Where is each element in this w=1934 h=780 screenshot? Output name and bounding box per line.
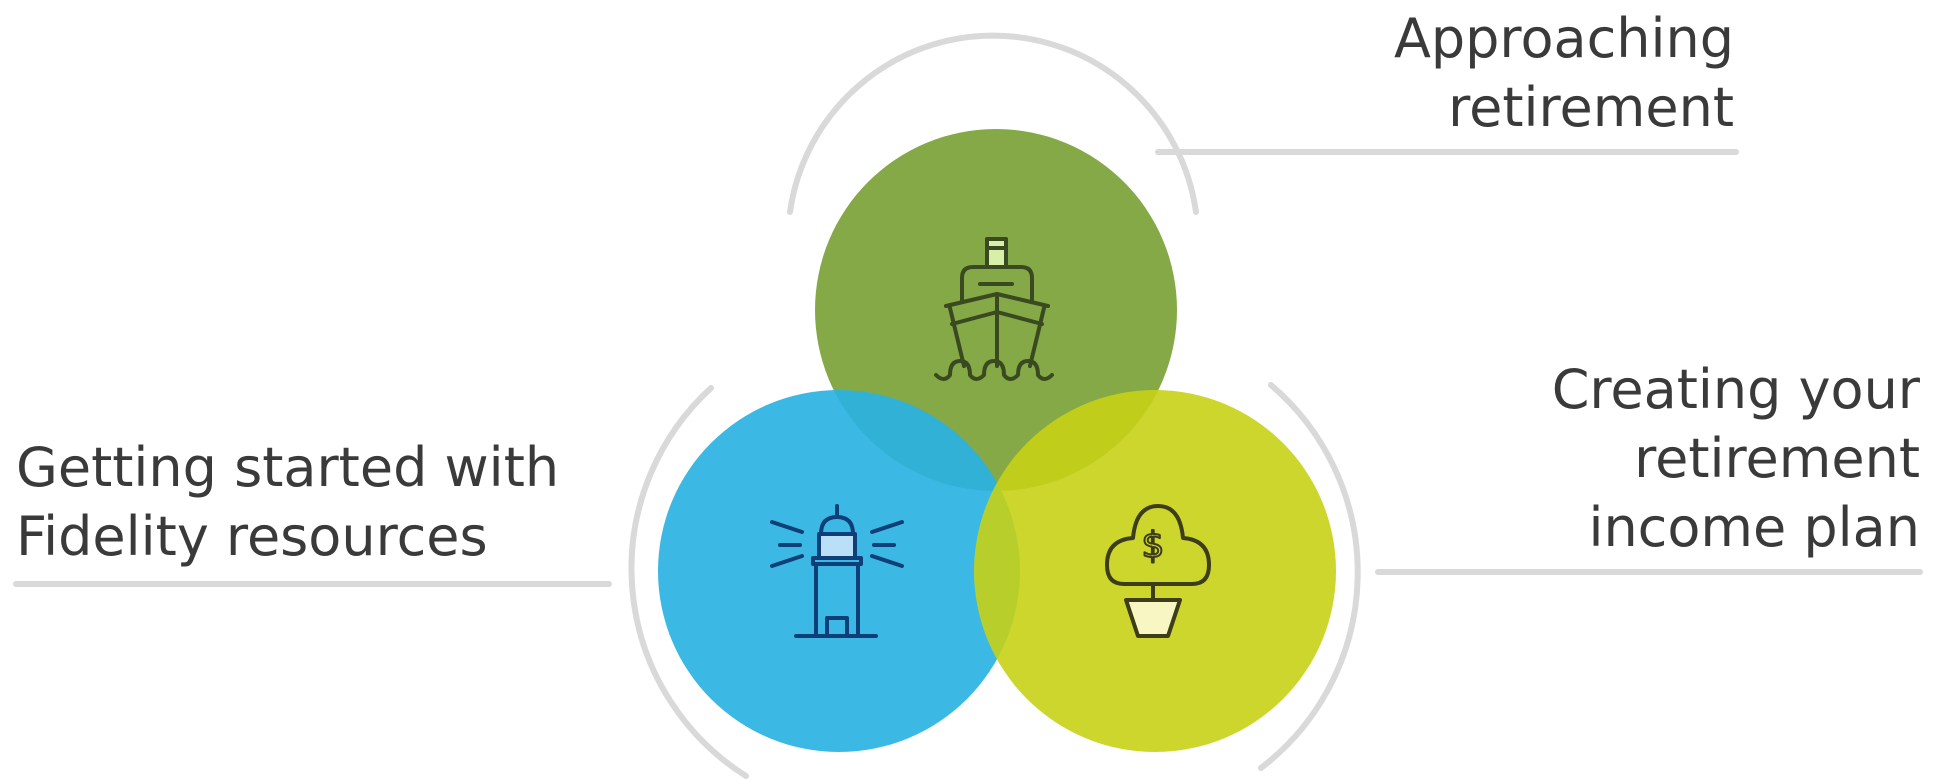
- svg-text:$: $: [1142, 525, 1165, 566]
- arc-left: [628, 385, 749, 779]
- label-line: Approaching: [1393, 7, 1734, 70]
- circle-started: [658, 390, 1020, 752]
- label-line: Creating your: [1551, 358, 1920, 421]
- label-creating-income-plan: Creating your retirement income plan: [1552, 355, 1920, 562]
- arc-top: [787, 32, 1199, 215]
- label-line: retirement: [1634, 427, 1920, 490]
- label-line: Getting started with: [16, 436, 560, 499]
- lighthouse-icon: [770, 504, 904, 638]
- label-approaching-retirement: Approaching retirement: [1394, 4, 1734, 142]
- label-line: retirement: [1448, 76, 1734, 139]
- circle-income: [974, 390, 1336, 752]
- money-tree-icon: $: [1105, 504, 1211, 638]
- circles: [658, 129, 1336, 752]
- label-getting-started: Getting started with Fidelity resources: [16, 433, 559, 571]
- label-line: income plan: [1588, 496, 1920, 559]
- connectors: [13, 32, 1923, 779]
- label-line: Fidelity resources: [16, 505, 488, 568]
- ship-icon: [934, 237, 1054, 381]
- arc-right: [1258, 382, 1361, 771]
